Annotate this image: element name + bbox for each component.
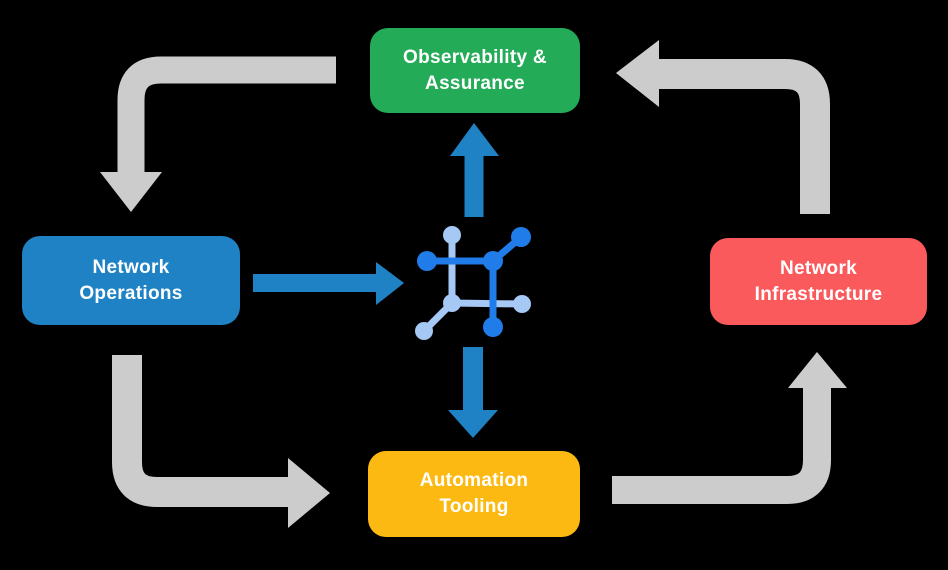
flow-arrow-shaft <box>659 59 830 214</box>
flow-arrow-shaft <box>112 355 289 507</box>
node-automation-tooling: Automation Tooling <box>368 451 580 537</box>
node-label: Observability & Assurance <box>403 46 547 94</box>
arrowhead-down <box>448 410 498 438</box>
arrowhead-up <box>450 123 499 156</box>
arrowhead-right <box>288 458 330 528</box>
flow-arrow-shaft <box>612 388 831 504</box>
network-mesh-icon-light-parts <box>415 226 531 340</box>
node-label: Network Operations <box>79 256 183 304</box>
node-observability-assurance: Observability & Assurance <box>370 28 580 113</box>
blue-arrow-operations-to-center <box>253 262 404 305</box>
node-label: Automation Tooling <box>419 470 529 517</box>
flow-arrow-infrastructure-to-observability <box>616 40 830 214</box>
arrowhead-left <box>616 40 659 107</box>
blue-arrow-center-to-observability <box>450 123 499 217</box>
blue-arrow-center-to-automation <box>448 347 498 438</box>
flow-arrow-operations-to-automation <box>112 355 330 528</box>
flow-arrow-observability-to-operations <box>100 56 336 212</box>
node-network-infrastructure: Network Infrastructure <box>710 238 927 325</box>
arrowhead-down <box>100 172 162 212</box>
node-label: Network Infrastructure <box>754 257 883 305</box>
network-mesh-icon-dark-parts <box>417 227 531 337</box>
network-mesh-icon <box>415 226 531 340</box>
node-network-operations: Network Operations <box>22 236 240 325</box>
flow-arrow-shaft <box>117 56 336 174</box>
arrowhead-right <box>376 262 404 305</box>
arrowhead-up <box>788 352 847 388</box>
flow-arrow-automation-to-infrastructure <box>612 352 847 504</box>
